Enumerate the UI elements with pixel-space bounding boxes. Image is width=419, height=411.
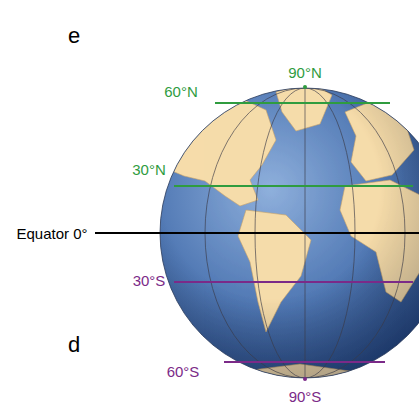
- latitude-line: [174, 185, 413, 187]
- latitude-label: 90°N: [288, 65, 322, 80]
- equator-line: [95, 232, 419, 234]
- latitude-line: [215, 102, 390, 104]
- equator-label: Equator 0°: [16, 226, 87, 241]
- latitude-label: 60°S: [167, 364, 200, 379]
- latitude-label: 30°N: [132, 162, 166, 177]
- latitude-label: 90°S: [289, 389, 322, 404]
- latitude-label: 60°N: [164, 84, 198, 99]
- latitude-line: [224, 361, 385, 363]
- cut-text: d: [68, 334, 80, 356]
- latitude-line: [174, 281, 413, 283]
- latitude-label: 30°S: [133, 273, 166, 288]
- cut-text: e: [68, 25, 80, 47]
